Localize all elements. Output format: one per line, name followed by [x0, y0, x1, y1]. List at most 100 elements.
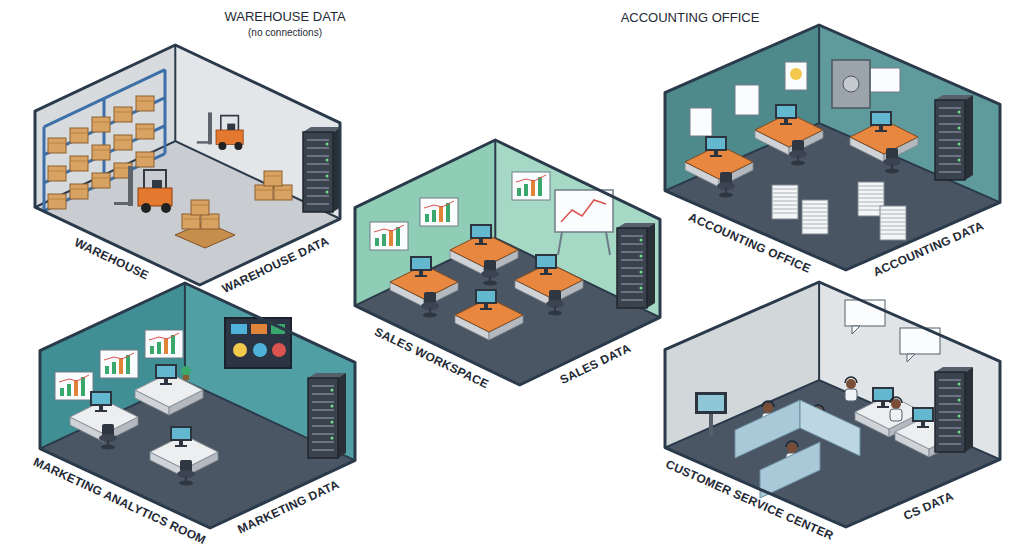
plant — [181, 366, 191, 376]
label-anchor: (no connections) — [248, 22, 322, 40]
room-edge — [35, 45, 340, 219]
label-anchor: CUSTOMER SERVICE CENTER — [663, 454, 836, 543]
wall-chart — [512, 172, 550, 200]
speech-tail — [907, 354, 915, 362]
room-outline — [315, 100, 700, 425]
dashboard-screen — [225, 318, 291, 368]
crate — [114, 107, 132, 122]
paper-stack — [772, 185, 798, 219]
crate — [92, 145, 110, 160]
dashboard-tile — [251, 324, 267, 334]
wall-chart — [370, 222, 408, 250]
room-fills — [35, 25, 1000, 528]
room-edge — [665, 282, 1000, 459]
crate — [114, 135, 132, 150]
room-outline — [625, 242, 1024, 559]
safe — [832, 60, 870, 108]
crate — [264, 171, 282, 186]
dashboard-tile — [231, 324, 247, 334]
server-rack — [935, 95, 973, 180]
room-wall — [495, 140, 660, 317]
chair — [177, 460, 195, 486]
crate — [191, 200, 209, 215]
monitor — [475, 289, 497, 310]
crate — [201, 214, 219, 229]
monitor — [775, 104, 797, 125]
agent — [845, 377, 857, 401]
room-zone: CUSTOMER SERVICE CENTER CS DATA — [625, 242, 1024, 559]
cubicle-panel — [735, 400, 800, 458]
crate — [48, 194, 66, 209]
crate — [92, 117, 110, 132]
crate — [136, 124, 154, 139]
wall-chart — [145, 330, 183, 358]
room-outline — [0, 5, 380, 325]
speech-screen — [845, 300, 885, 326]
chair — [421, 292, 439, 318]
crate — [274, 185, 292, 200]
crate — [70, 156, 88, 171]
tv-stand — [709, 414, 713, 436]
label-anchor: ACCOUNTING OFFICE — [686, 207, 814, 277]
crate — [48, 166, 66, 181]
chair — [717, 172, 735, 198]
crate — [136, 96, 154, 111]
furniture — [44, 60, 973, 498]
dashboard-gauge — [253, 343, 267, 357]
label-anchor: MARKETING DATA — [234, 474, 342, 537]
wall-chart — [100, 350, 138, 378]
room-label: ACCOUNTING OFFICE — [686, 211, 812, 277]
room-outline — [0, 243, 395, 559]
room-zone: ACCOUNTING OFFICEACCOUNTING OFFICEACCOUN… — [625, 0, 1024, 310]
section-heading: WAREHOUSE DATA — [224, 10, 345, 25]
cubicle-panel — [760, 442, 820, 498]
room-zone: WAREHOUSE DATA(no connections)WAREHOUSEW… — [0, 5, 380, 325]
room-wall — [665, 25, 819, 191]
wall-chart — [420, 198, 458, 226]
room-edge — [665, 25, 1000, 202]
whiteboard-line — [561, 200, 606, 222]
monitor — [410, 256, 432, 277]
desk — [850, 120, 918, 162]
section-heading: (no connections) — [248, 27, 322, 39]
chair — [546, 290, 564, 316]
chair — [883, 148, 901, 174]
room-zone: SALES WORKSPACESALES DATA — [315, 100, 700, 425]
monitor — [870, 111, 892, 132]
label-anchor: WAREHOUSE DATA — [219, 231, 332, 297]
monitor — [90, 391, 112, 412]
crate — [182, 214, 200, 229]
room-zone: MARKETING ANALYTICS ROOM MARKETING DATA — [0, 243, 395, 559]
agent — [890, 397, 902, 421]
label-anchor: MARKETING ANALYTICS ROOM — [30, 452, 209, 548]
room-wall — [819, 25, 1000, 202]
room-wall — [175, 45, 340, 219]
wall-document — [870, 68, 900, 92]
server-rack — [303, 127, 341, 212]
plant-pot — [183, 375, 189, 380]
desk — [685, 145, 753, 187]
monitor — [705, 136, 727, 157]
monitor — [912, 407, 934, 428]
room-label: MARKETING ANALYTICS ROOM — [30, 456, 207, 548]
chair — [99, 424, 117, 450]
desk — [755, 113, 823, 155]
room-label: CS DATA — [902, 490, 956, 524]
crate — [70, 128, 88, 143]
section-heading: ACCOUNTING OFFICE — [621, 11, 760, 26]
crate — [255, 185, 273, 200]
monitor — [170, 426, 192, 447]
monitor — [155, 364, 177, 385]
dashboard-gauge — [233, 343, 247, 357]
label-anchor: SALES WORKSPACE — [372, 322, 492, 392]
monitor — [872, 387, 894, 408]
paper-stack — [802, 200, 828, 234]
room-wall — [40, 283, 185, 449]
desk — [455, 298, 523, 340]
monitor — [535, 254, 557, 275]
idea-bulb — [790, 68, 802, 80]
room-wall — [185, 283, 355, 460]
label-anchor: WAREHOUSE DATA — [224, 7, 345, 25]
tv-display — [698, 395, 724, 411]
